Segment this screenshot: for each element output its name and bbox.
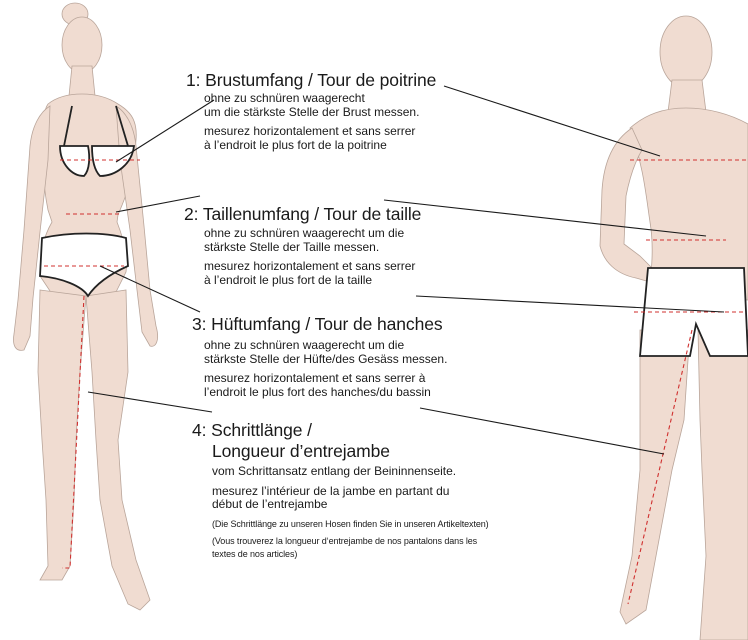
- measure-4-de: vom Schrittansatz entlang der Beininnens…: [212, 465, 489, 479]
- measure-2-title: 2: Taillenumfang / Tour de taille: [184, 204, 421, 225]
- measure-2-fr: mesurez horizontalement et sans serrer à…: [204, 260, 421, 287]
- measure-3-title: 3: Hüftumfang / Tour de hanches: [192, 314, 447, 335]
- measure-4-note-de: (Die Schrittlänge zu unseren Hosen finde…: [212, 518, 489, 531]
- male-head: [660, 16, 712, 88]
- measure-3-fr: mesurez horizontalement et sans serrer à…: [204, 372, 447, 399]
- measure-3-block: 3: Hüftumfang / Tour de hanches ohne zu …: [192, 314, 447, 399]
- measure-4-note-fr: (Vous trouverez la longueur d‘entrejambe…: [212, 535, 489, 561]
- female-head: [62, 17, 102, 73]
- leader-bust-male: [444, 86, 660, 156]
- female-neck: [69, 66, 95, 96]
- measure-2-block: 2: Taillenumfang / Tour de taille ohne z…: [184, 204, 421, 287]
- female-figure: [13, 3, 157, 610]
- male-left-leg: [620, 330, 690, 624]
- measure-4-block: 4: Schrittlänge / Longueur d’entrejambe …: [192, 420, 489, 561]
- measure-1-fr: mesurez horizontalement et sans serrer à…: [204, 125, 436, 152]
- female-right-leg: [86, 290, 150, 610]
- measure-1-title: 1: Brustumfang / Tour de poitrine: [186, 70, 436, 91]
- measure-4-title-line2: Longueur d’entrejambe: [192, 441, 489, 462]
- measure-4-title-line1: 4: Schrittlänge /: [192, 420, 489, 441]
- measure-4-fr: mesurez l’intérieur de la jambe en parta…: [212, 485, 489, 512]
- male-right-leg: [698, 330, 748, 640]
- measure-2-de: ohne zu schnüren waagerecht um die stärk…: [204, 227, 421, 254]
- female-left-leg: [38, 290, 86, 580]
- measure-1-block: 1: Brustumfang / Tour de poitrine ohne z…: [186, 70, 436, 152]
- male-neck: [668, 80, 706, 112]
- measure-1-de: ohne zu schnüren waagerecht um die stärk…: [204, 92, 436, 119]
- measure-3-de: ohne zu schnüren waagerecht um die stärk…: [204, 339, 447, 366]
